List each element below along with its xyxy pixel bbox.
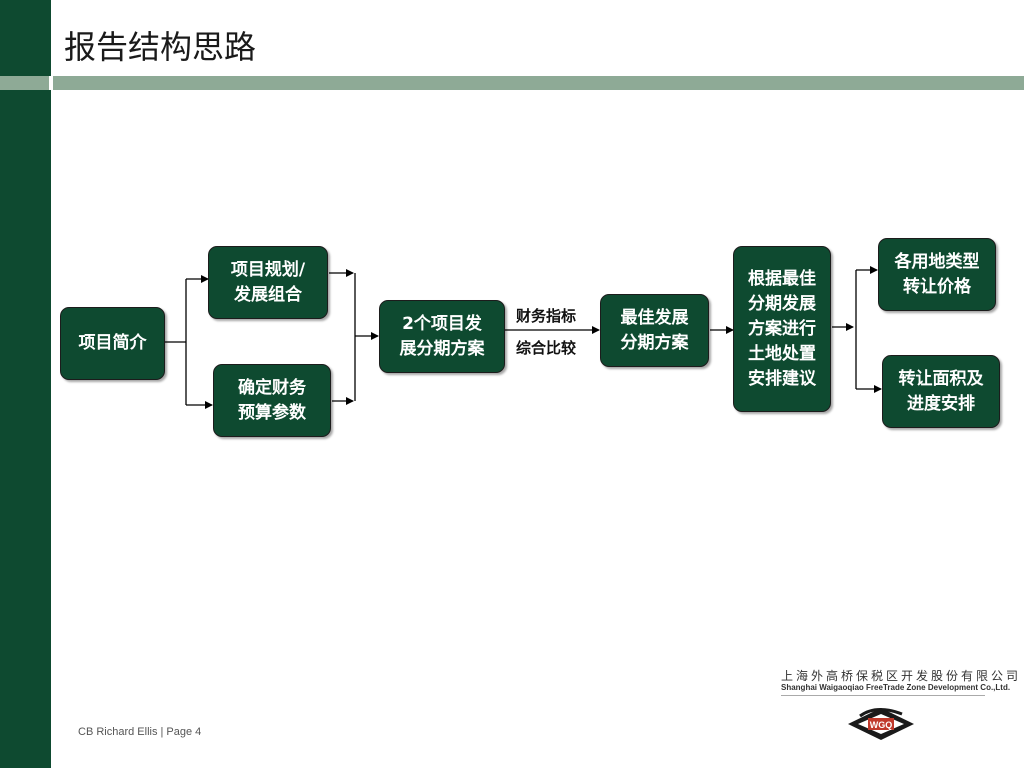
node-phasing: 2个项目发 展分期方案 [379,300,505,373]
divider-gap [49,76,53,90]
company-name-en: Shanghai Waigaoqiao FreeTrade Zone Devel… [781,683,1011,692]
title-divider [0,76,1024,90]
node-finance: 确定财务 预算参数 [213,364,331,437]
node-intro: 项目简介 [60,307,165,380]
footer-text: CB Richard Ellis | Page 4 [78,726,202,738]
node-best: 最佳发展 分期方案 [600,294,709,367]
page-title: 报告结构思路 [64,28,257,66]
node-intro-label: 项目简介 [78,333,147,353]
logo-swoosh [859,708,903,718]
node-disposal-label: 根据最佳 分期发展 方案进行 土地处置 安排建议 [748,268,816,389]
node-area-label: 转让面积及 进度安排 [898,368,984,414]
sidebar-band [0,0,51,768]
logo-badge [868,718,894,730]
node-planning: 项目规划/ 发展组合 [208,246,328,319]
node-price-label: 各用地类型 转让价格 [894,251,980,297]
node-finance-label: 确定财务 预算参数 [238,377,306,423]
company-logo-mark: WGQ [848,708,914,740]
edge-label-financial-indicators: 财务指标 [516,307,577,325]
node-disposal: 根据最佳 分期发展 方案进行 土地处置 安排建议 [733,246,831,412]
company-name-cn: 上海外高桥保税区开发股份有限公司 [781,669,1022,683]
edge-label-comprehensive-comparison: 综合比较 [516,339,577,357]
node-best-label: 最佳发展 分期方案 [620,307,689,353]
logo-mark-text: WGQ [870,720,893,730]
node-phasing-label: 2个项目发 展分期方案 [399,313,485,359]
node-area: 转让面积及 进度安排 [882,355,1000,428]
node-planning-label: 项目规划/ 发展组合 [230,259,306,305]
logo-rule [781,695,985,696]
node-price: 各用地类型 转让价格 [878,238,996,311]
